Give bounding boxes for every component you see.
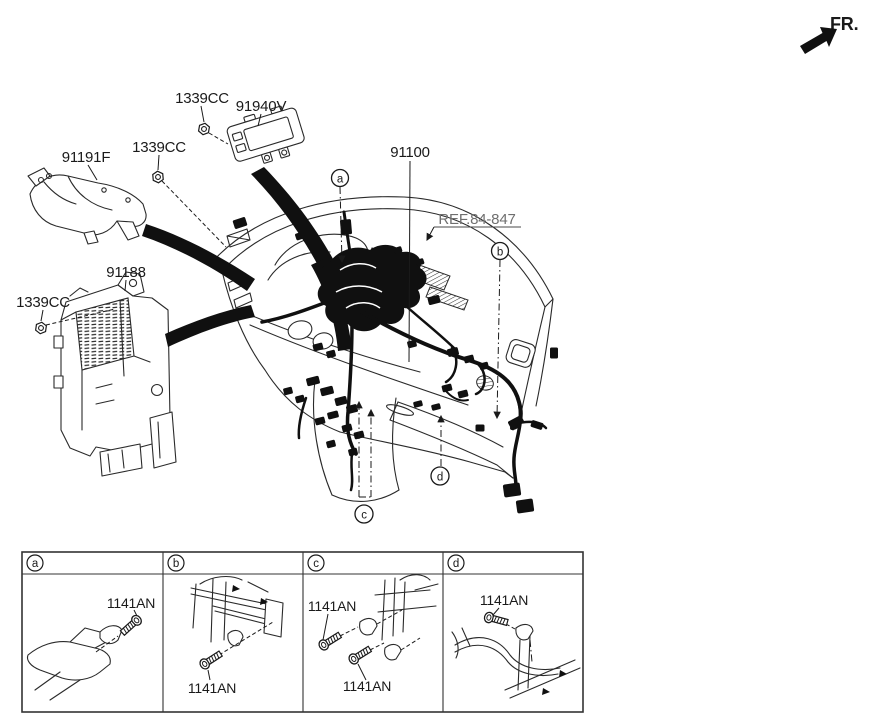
table-header-b: b: [167, 554, 185, 572]
table-callout-b: b: [173, 558, 179, 570]
table-callout-c: c: [313, 558, 319, 570]
fastener-table: a b c d 1141AN: [21, 551, 584, 713]
bolt-label-b: 1141AN: [188, 680, 236, 696]
fr-direction-indicator: FR.: [800, 14, 859, 54]
bolt-label-d: 1141AN: [480, 592, 528, 608]
label-1339cc-mid: 1339CC: [132, 139, 186, 156]
table-header-c: c: [307, 554, 325, 572]
label-91191f: 91191F: [62, 149, 111, 166]
fr-arrow-icon: [800, 27, 837, 54]
harness-band-art: [142, 167, 352, 351]
junction-box-art: [53, 271, 177, 477]
diagram-callouts: a b c d: [330, 168, 510, 524]
label-1339cc-top: 1339CC: [175, 90, 229, 107]
label-91100: 91100: [390, 144, 430, 161]
table-cell-c-art: 1141AN 1141AN: [308, 574, 439, 694]
fr-label: FR.: [830, 14, 858, 34]
label-91940v: 91940V: [236, 98, 287, 115]
label-1339cc-left: 1339CC: [16, 294, 70, 311]
callout-b-letter: b: [497, 247, 503, 259]
cover-part-art: [27, 167, 147, 245]
table-header-d: d: [447, 554, 465, 572]
table-cell-a-art: 1141AN: [26, 595, 155, 701]
callout-a-letter: a: [337, 174, 344, 186]
table-callout-d: d: [453, 558, 459, 570]
callout-c-letter: c: [361, 510, 367, 522]
label-91188: 91188: [106, 264, 146, 281]
callout-d: d: [430, 414, 450, 486]
bolt-label-c2: 1141AN: [343, 678, 391, 694]
nut-icon: [34, 320, 48, 336]
table-cell-b-art: 1141AN: [188, 575, 284, 696]
callout-b: b: [490, 241, 510, 420]
nut-icon: [197, 121, 211, 137]
nut-icons: [34, 121, 229, 336]
label-ref-84-847: REF.84-847: [438, 211, 515, 228]
callout-c: c: [354, 400, 375, 524]
bolt-label-c1: 1141AN: [308, 598, 356, 614]
part-labels: 1339CC 91940V 91191F 1339CC 91188 1339CC…: [16, 90, 521, 363]
bolt-label-a: 1141AN: [107, 595, 155, 611]
ref-callout: REF.84-847: [426, 211, 521, 241]
table-callout-a: a: [32, 558, 39, 570]
callout-a: a: [330, 168, 350, 264]
table-cell-d-art: 1141AN: [451, 592, 581, 699]
callout-d-letter: d: [437, 472, 443, 484]
table-header-a: a: [26, 554, 44, 572]
